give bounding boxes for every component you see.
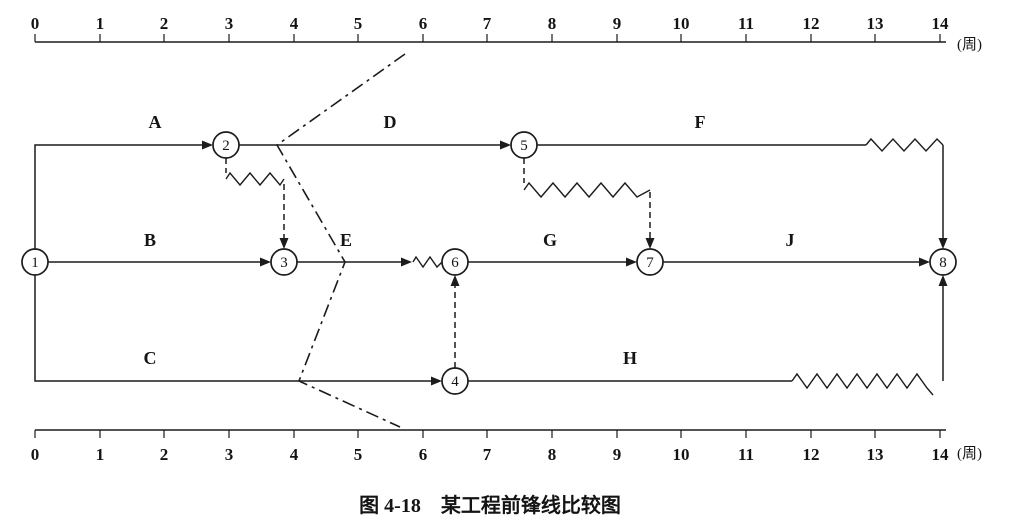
node-7-label: 7 bbox=[646, 255, 654, 271]
node-5-circle bbox=[510, 131, 538, 159]
activity-label-B: B bbox=[144, 230, 156, 250]
float-wave-E bbox=[412, 255, 443, 269]
node-4-label: 4 bbox=[451, 374, 459, 390]
node-8: 8 bbox=[929, 248, 957, 276]
arrowhead-dummy-5-7 bbox=[645, 238, 655, 249]
figure-caption: 图 4-18 某工程前锋线比较图 bbox=[359, 493, 621, 517]
tick-label: 14 bbox=[932, 14, 950, 33]
node-6-circle bbox=[441, 248, 469, 276]
activity-C-arrow bbox=[34, 275, 432, 382]
tick-label: 0 bbox=[31, 445, 40, 464]
arrowhead-H bbox=[938, 275, 948, 286]
node-3-label: 3 bbox=[280, 255, 288, 271]
tick-label: 7 bbox=[483, 14, 492, 33]
node-5-label: 5 bbox=[520, 138, 528, 154]
tick-label: 2 bbox=[160, 14, 169, 33]
tick-label: 8 bbox=[548, 14, 557, 33]
arrowhead-E bbox=[401, 257, 412, 267]
tick-label: 6 bbox=[419, 445, 428, 464]
node-1: 1 bbox=[21, 248, 49, 276]
node-1-circle bbox=[21, 248, 49, 276]
float-wave-5-7 bbox=[523, 181, 651, 199]
dummy-links bbox=[225, 158, 655, 368]
node-1-label: 1 bbox=[31, 255, 39, 271]
float-wave-2-3 bbox=[225, 171, 285, 187]
node-3-circle bbox=[270, 248, 298, 276]
top-ruler-ticks bbox=[34, 34, 941, 42]
activity-label-E: E bbox=[340, 230, 352, 250]
activity-label-A: A bbox=[149, 112, 162, 132]
tick-label: 0 bbox=[31, 14, 40, 33]
tick-label: 5 bbox=[354, 14, 363, 33]
arrowhead-D bbox=[500, 140, 511, 150]
tick-label: 4 bbox=[290, 445, 299, 464]
tick-label: 8 bbox=[548, 445, 557, 464]
node-5: 5 bbox=[510, 131, 538, 159]
float-wave-H bbox=[791, 372, 934, 396]
activity-label-D: D bbox=[384, 112, 397, 132]
tick-label: 1 bbox=[96, 14, 105, 33]
float-wave-F bbox=[865, 137, 944, 153]
tick-label: 10 bbox=[673, 14, 690, 33]
node-7: 7 bbox=[636, 248, 664, 276]
bottom-ruler: 0 1 2 3 4 5 6 7 8 9 10 11 12 13 14 (周) bbox=[31, 429, 982, 464]
activity-A-arrow bbox=[34, 144, 203, 249]
tick-label: 5 bbox=[354, 445, 363, 464]
tick-label: 14 bbox=[932, 445, 950, 464]
node-4-circle bbox=[441, 367, 469, 395]
node-2-circle bbox=[212, 131, 240, 159]
tick-label: 10 bbox=[673, 445, 690, 464]
tick-label: 4 bbox=[290, 14, 299, 33]
activity-label-J: J bbox=[786, 230, 795, 250]
tick-label: 7 bbox=[483, 445, 492, 464]
tick-label: 11 bbox=[738, 14, 754, 33]
tick-label: 13 bbox=[867, 14, 884, 33]
node-4: 4 bbox=[441, 367, 469, 395]
activity-label-H: H bbox=[623, 348, 637, 368]
tick-label: 3 bbox=[225, 14, 234, 33]
node-6: 6 bbox=[441, 248, 469, 276]
node-8-circle bbox=[929, 248, 957, 276]
activity-labels: A D F B E G J C H bbox=[144, 112, 795, 368]
activity-label-G: G bbox=[543, 230, 557, 250]
tick-label: 9 bbox=[613, 14, 622, 33]
tick-label: 11 bbox=[738, 445, 754, 464]
tick-label: 6 bbox=[419, 14, 428, 33]
arrowhead-F bbox=[938, 238, 948, 249]
unit-label-weeks: (周) bbox=[957, 445, 982, 462]
tick-label: 1 bbox=[96, 445, 105, 464]
unit-label-weeks: (周) bbox=[957, 36, 982, 53]
node-2-label: 2 bbox=[222, 138, 230, 154]
arrowhead-dummy-4-6 bbox=[450, 275, 460, 286]
tick-label: 12 bbox=[803, 445, 820, 464]
activity-arrows bbox=[34, 137, 948, 396]
front-line bbox=[275, 53, 406, 428]
nodes: 1 2 3 4 5 6 7 8 bbox=[21, 131, 957, 395]
top-ruler: 0 1 2 3 4 5 6 7 8 9 10 11 12 13 14 (周) bbox=[31, 14, 982, 53]
arrowhead-A bbox=[202, 140, 213, 150]
tick-label: 2 bbox=[160, 445, 169, 464]
activity-label-F: F bbox=[695, 112, 706, 132]
arrowhead-dummy-2-3 bbox=[279, 238, 289, 249]
node-2: 2 bbox=[212, 131, 240, 159]
node-3: 3 bbox=[270, 248, 298, 276]
activity-label-C: C bbox=[144, 348, 157, 368]
tick-label: 13 bbox=[867, 445, 884, 464]
bottom-ruler-ticks bbox=[34, 430, 941, 438]
node-7-circle bbox=[636, 248, 664, 276]
arrowhead-J bbox=[919, 257, 930, 267]
tick-label: 3 bbox=[225, 445, 234, 464]
tick-label: 12 bbox=[803, 14, 820, 33]
node-8-label: 8 bbox=[939, 255, 947, 271]
arrowhead-B bbox=[260, 257, 271, 267]
node-6-label: 6 bbox=[451, 255, 459, 271]
tick-label: 9 bbox=[613, 445, 622, 464]
arrowhead-G bbox=[626, 257, 637, 267]
arrowhead-C bbox=[431, 376, 442, 386]
